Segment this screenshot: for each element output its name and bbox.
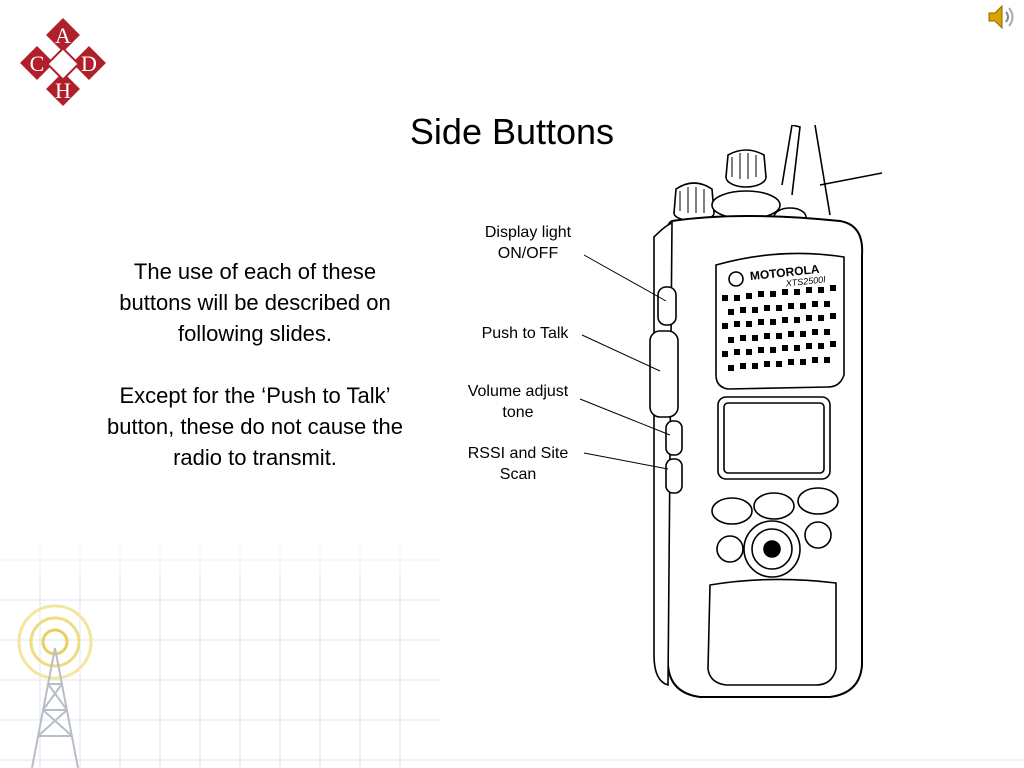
body-paragraph: Except for the ‘Push to Talk’ button, th… <box>106 383 403 470</box>
callout-rssi-site-scan: RSSI and Site Scan <box>454 443 582 485</box>
callout-volume-adjust: Volume adjust tone <box>456 381 580 423</box>
logo-letter-d: D <box>81 51 97 76</box>
callout-line: Push to Talk <box>481 325 569 342</box>
body-paragraph: The use of each of these buttons will be… <box>119 259 391 346</box>
body-text: The use of each of these buttons will be… <box>100 256 410 504</box>
logo-letter-c: C <box>30 51 45 76</box>
callout-line: Volume adjust <box>467 383 569 400</box>
logo-letter-h: H <box>55 78 71 103</box>
callout-line: RSSI and Site <box>467 445 569 462</box>
radio-model: XTS2500I <box>784 274 826 288</box>
radio-illustration: MOTOROLA XTS2500I <box>579 125 883 698</box>
callout-push-to-talk: Push to Talk <box>466 323 584 344</box>
callout-line: ON/OFF <box>497 245 559 262</box>
logo-letter-a: A <box>55 23 71 48</box>
callout-line: Display light <box>484 224 572 241</box>
callout-line: tone <box>502 404 534 421</box>
radio-tower-icon <box>17 604 93 768</box>
speaker-icon[interactable] <box>986 2 1018 32</box>
ahdh-logo: A C D H <box>17 16 109 109</box>
slide-title: Side Buttons <box>409 111 615 152</box>
callout-line: Scan <box>499 466 537 483</box>
callout-display-light: Display light ON/OFF <box>468 222 588 264</box>
